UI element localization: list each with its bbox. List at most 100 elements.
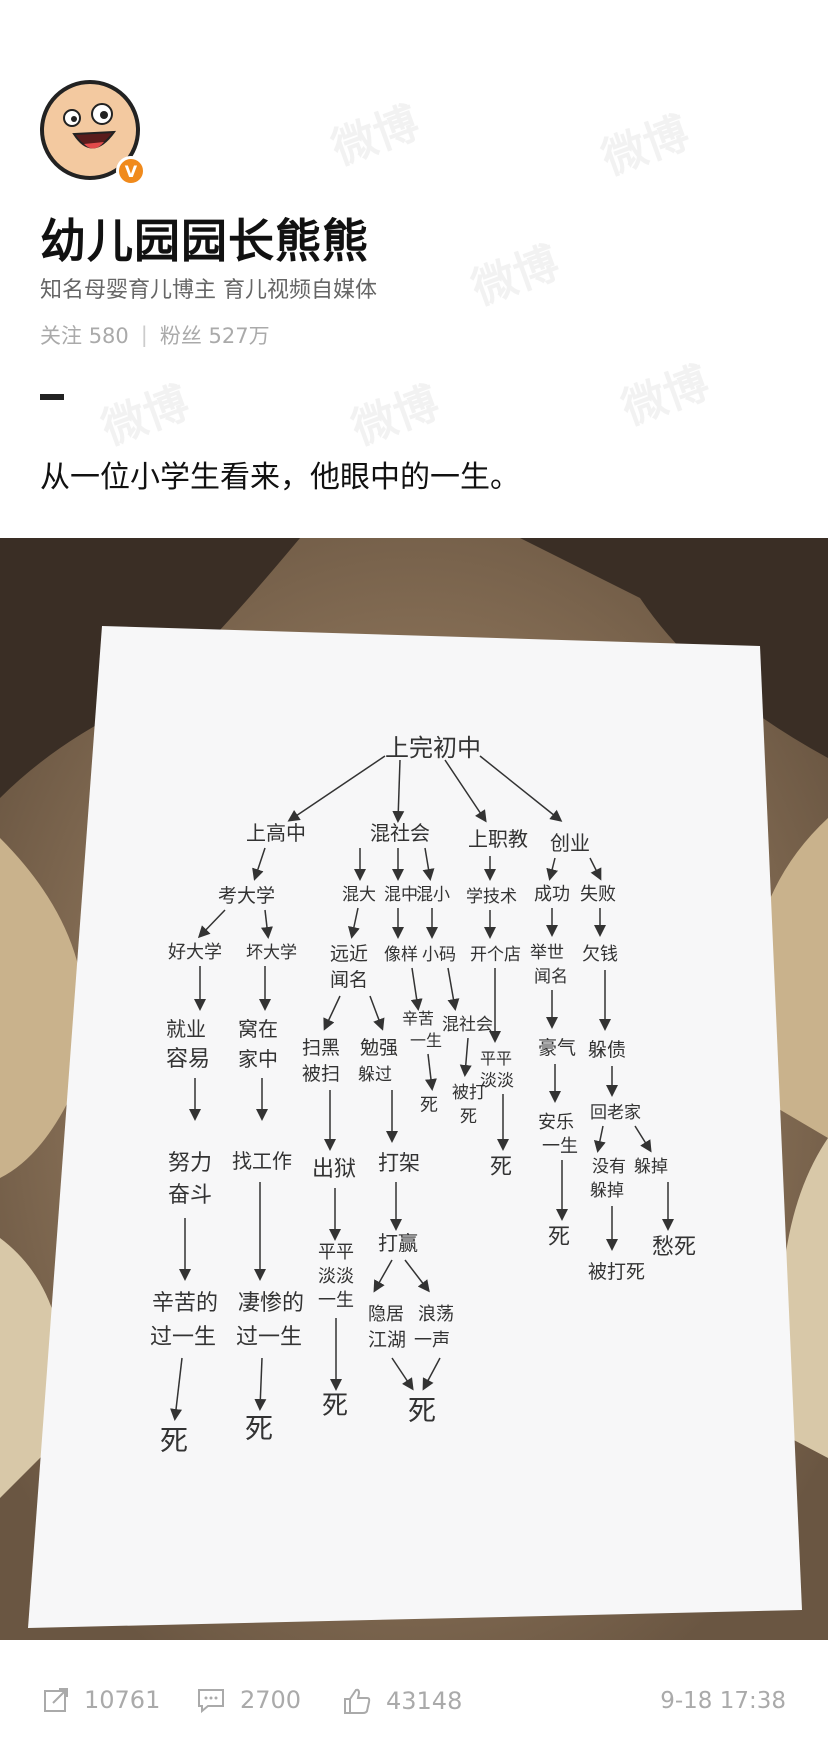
node-pingping-2: 淡淡: [318, 1266, 354, 1287]
node-yinju-1: 隐居: [368, 1304, 404, 1325]
node-mianqiang-1: 勉强: [360, 1037, 398, 1059]
node-qican-2: 过一生: [236, 1325, 302, 1350]
node-pingping2-2: 淡淡: [480, 1071, 514, 1091]
node-hunda: 混大: [342, 885, 376, 905]
node-huilaojia: 回老家: [590, 1103, 641, 1123]
node-chengmu: 像样: [384, 945, 418, 965]
node-si-4: 死: [322, 1391, 348, 1421]
node-anle-2: 一生: [542, 1136, 578, 1157]
node-langdang-2: 一声: [414, 1330, 450, 1351]
node-yuanjin-1: 远近: [330, 943, 368, 965]
followers-stat[interactable]: 粉丝 527万: [159, 324, 270, 348]
node-si-3: 死: [420, 1095, 438, 1116]
node-meiduo-1: 没有: [592, 1157, 626, 1177]
post-text: 从一位小学生看来，他眼中的一生。: [40, 460, 520, 495]
node-jiuye-2: 容易: [166, 1047, 210, 1072]
node-beida-2: 死: [460, 1107, 477, 1127]
node-duozhai: 躲债: [588, 1039, 626, 1061]
node-dajia-1: 打架: [378, 1151, 420, 1175]
node-si-5: 死: [408, 1394, 436, 1427]
divider-mark: [40, 394, 64, 400]
branch-hunshehui: 混社会: [370, 821, 430, 845]
node-jushi-1: 举世: [530, 943, 564, 963]
branch-gaozhong: 上高中: [246, 821, 306, 845]
comment-count: 2700: [240, 1686, 302, 1714]
node-kaidian: 开个店: [470, 945, 521, 965]
node-xinku-1: 辛苦的: [152, 1291, 218, 1316]
node-beida-1: 被打: [452, 1083, 486, 1103]
share-icon: [44, 1688, 68, 1712]
node-shibai: 失败: [580, 884, 616, 905]
post-timestamp: 9-18 17:38: [660, 1688, 786, 1714]
node-jiuye-1: 就业: [166, 1017, 206, 1041]
node-si-2: 死: [245, 1412, 273, 1445]
watermark: 微博: [345, 377, 446, 456]
node-xinku-2: 过一生: [150, 1325, 216, 1350]
node-chousi: 愁死: [652, 1235, 696, 1260]
watermark: 微博: [615, 357, 716, 436]
photo-canvas: 上完初中 上高中 混社会 上职教 创业 考大学 好大学 坏大学 就业 容易 窝在…: [0, 538, 828, 1640]
diagram-root: 上完初中: [385, 734, 481, 762]
like-count: 43148: [386, 1687, 463, 1715]
profile-stats: 关注 580 | 粉丝 527万: [40, 320, 270, 350]
node-xiaomama: 小码: [422, 945, 456, 965]
node-duodiao: 躲掉: [634, 1157, 668, 1177]
node-mianqiang-2: 躲过: [358, 1065, 392, 1085]
node-hunzhong: 混中: [384, 885, 418, 905]
node-nuli-1: 努力: [168, 1151, 212, 1176]
node-si-6: 死: [490, 1155, 512, 1180]
node-hunxiao: 混小: [416, 885, 450, 905]
cartoon-face-avatar-icon: [46, 86, 134, 174]
node-saohei-2: 被扫: [302, 1063, 340, 1085]
verified-badge-icon: V: [116, 156, 146, 186]
node-pingping2-1: 平平: [480, 1049, 512, 1068]
node-yinju-2: 江湖: [368, 1329, 406, 1351]
profile-description: 知名母婴育儿博主 育儿视频自媒体: [40, 278, 377, 303]
node-zhaogongzuo: 找工作: [232, 1149, 292, 1173]
avatar[interactable]: [40, 80, 140, 180]
watermark: 微博: [325, 97, 426, 176]
node-dajia-2: 打赢: [378, 1231, 418, 1255]
node-chenggong: 成功: [534, 884, 570, 905]
watermark: 微博: [595, 107, 696, 186]
node-langdang-1: 浪荡: [418, 1304, 454, 1325]
node-chuyu: 出狱: [312, 1157, 356, 1182]
node-haoqi: 豪气: [538, 1037, 576, 1059]
stats-divider: |: [140, 323, 148, 347]
node-qianqian: 欠钱: [582, 944, 618, 965]
node-hao-daxue: 好大学: [168, 942, 222, 963]
node-beidasi: 被打死: [588, 1261, 645, 1283]
watermark: 微博: [465, 237, 566, 316]
node-anle-1: 安乐: [538, 1112, 574, 1133]
comment-icon: [198, 1689, 224, 1714]
node-qican-1: 凄惨的: [238, 1291, 304, 1316]
node-pingping-1: 平平: [318, 1242, 354, 1263]
node-pingping-3: 一生: [318, 1290, 354, 1311]
node-jushi-2: 闻名: [534, 967, 568, 987]
thumbs-up-icon: [344, 1688, 371, 1714]
node-huai-daxue: 坏大学: [246, 943, 297, 963]
repost-button[interactable]: 10761: [42, 1686, 160, 1714]
node-saohei-1: 扫黑: [302, 1037, 340, 1059]
watermark: 微博: [95, 377, 196, 456]
node-si-7: 死: [548, 1225, 570, 1250]
node-kaodaxue: 考大学: [218, 885, 275, 907]
branch-chuangye: 创业: [550, 831, 590, 855]
post-image[interactable]: 上完初中 上高中 混社会 上职教 创业 考大学 好大学 坏大学 就业 容易 窝在…: [0, 538, 828, 1640]
node-yuanjin-2: 闻名: [330, 969, 368, 991]
node-hunshehui: 混社会: [442, 1015, 493, 1035]
node-xuejishu: 学技术: [466, 887, 517, 907]
like-button[interactable]: 43148: [342, 1686, 462, 1716]
post-action-bar: 10761 2700 43148 9-18 17:38: [0, 1640, 828, 1753]
node-xinku2-2: 一生: [410, 1031, 442, 1050]
node-xinku2-1: 辛苦: [402, 1009, 434, 1028]
following-stat[interactable]: 关注 580: [40, 324, 129, 348]
node-si-1: 死: [160, 1424, 188, 1457]
branch-zhijiao: 上职教: [468, 827, 528, 851]
node-meiduo-2: 躲掉: [590, 1181, 624, 1201]
node-nuli-2: 奋斗: [168, 1183, 212, 1208]
profile-name: 幼儿园园长熊熊: [40, 214, 369, 268]
comment-button[interactable]: 2700: [196, 1686, 301, 1714]
repost-count: 10761: [84, 1686, 161, 1714]
node-wozai-2: 家中: [238, 1047, 278, 1071]
